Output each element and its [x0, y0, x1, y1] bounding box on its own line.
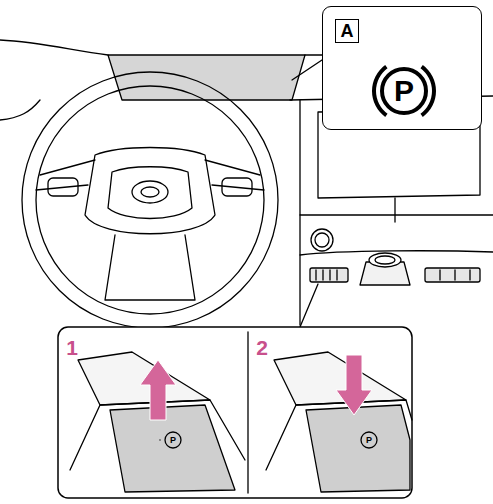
push-arrow	[336, 355, 372, 415]
parking-symbol-ring	[382, 69, 426, 113]
parking-symbol-arc	[372, 65, 388, 117]
emblem	[132, 181, 168, 203]
console-line	[300, 251, 493, 255]
dashboard-line	[0, 40, 108, 55]
callout-number: 1	[66, 337, 78, 358]
shift-selector	[369, 253, 401, 267]
console-line	[394, 198, 395, 222]
dashboard-line	[0, 100, 40, 120]
parking-icon-letter: P	[366, 436, 372, 445]
wheel-spoke	[36, 160, 95, 190]
switch-housing	[274, 352, 406, 405]
switch-row	[316, 270, 337, 280]
steering-wheel	[22, 72, 278, 328]
view-letter-box: A	[335, 19, 359, 43]
console-line	[299, 215, 300, 325]
emblem	[141, 187, 159, 197]
steering-hub	[108, 167, 192, 219]
inset-frame	[58, 327, 412, 498]
leader-line	[292, 60, 322, 80]
wheel-spoke	[205, 160, 264, 190]
wheel-switch	[222, 178, 252, 196]
parking-icon-letter: P	[170, 436, 176, 445]
switch-row	[440, 270, 470, 280]
wheel-spoke	[105, 235, 195, 300]
steering-wheel	[36, 86, 264, 314]
switch-row	[310, 268, 348, 282]
parking-symbol-letter: P	[394, 76, 414, 106]
switch-row	[425, 268, 480, 282]
wheel-switch	[48, 178, 78, 196]
control-knob	[315, 233, 329, 247]
callout-number: 2	[256, 337, 268, 358]
callout-box: PA	[322, 6, 482, 130]
view-letter: A	[341, 22, 354, 40]
p-icon-circle	[361, 432, 377, 448]
meter-display	[108, 55, 305, 100]
control-knob	[311, 229, 333, 251]
p-icon-circle	[165, 432, 181, 448]
inset-divider	[247, 332, 248, 493]
shift-selector	[375, 256, 395, 264]
switch-housing	[78, 352, 210, 405]
leader-line	[300, 284, 318, 327]
parking-symbol-arc	[420, 65, 436, 117]
pull-arrow	[140, 360, 176, 420]
parking-brake-switch	[306, 405, 410, 492]
steering-hub	[85, 148, 215, 234]
parking-brake-switch	[110, 405, 235, 492]
